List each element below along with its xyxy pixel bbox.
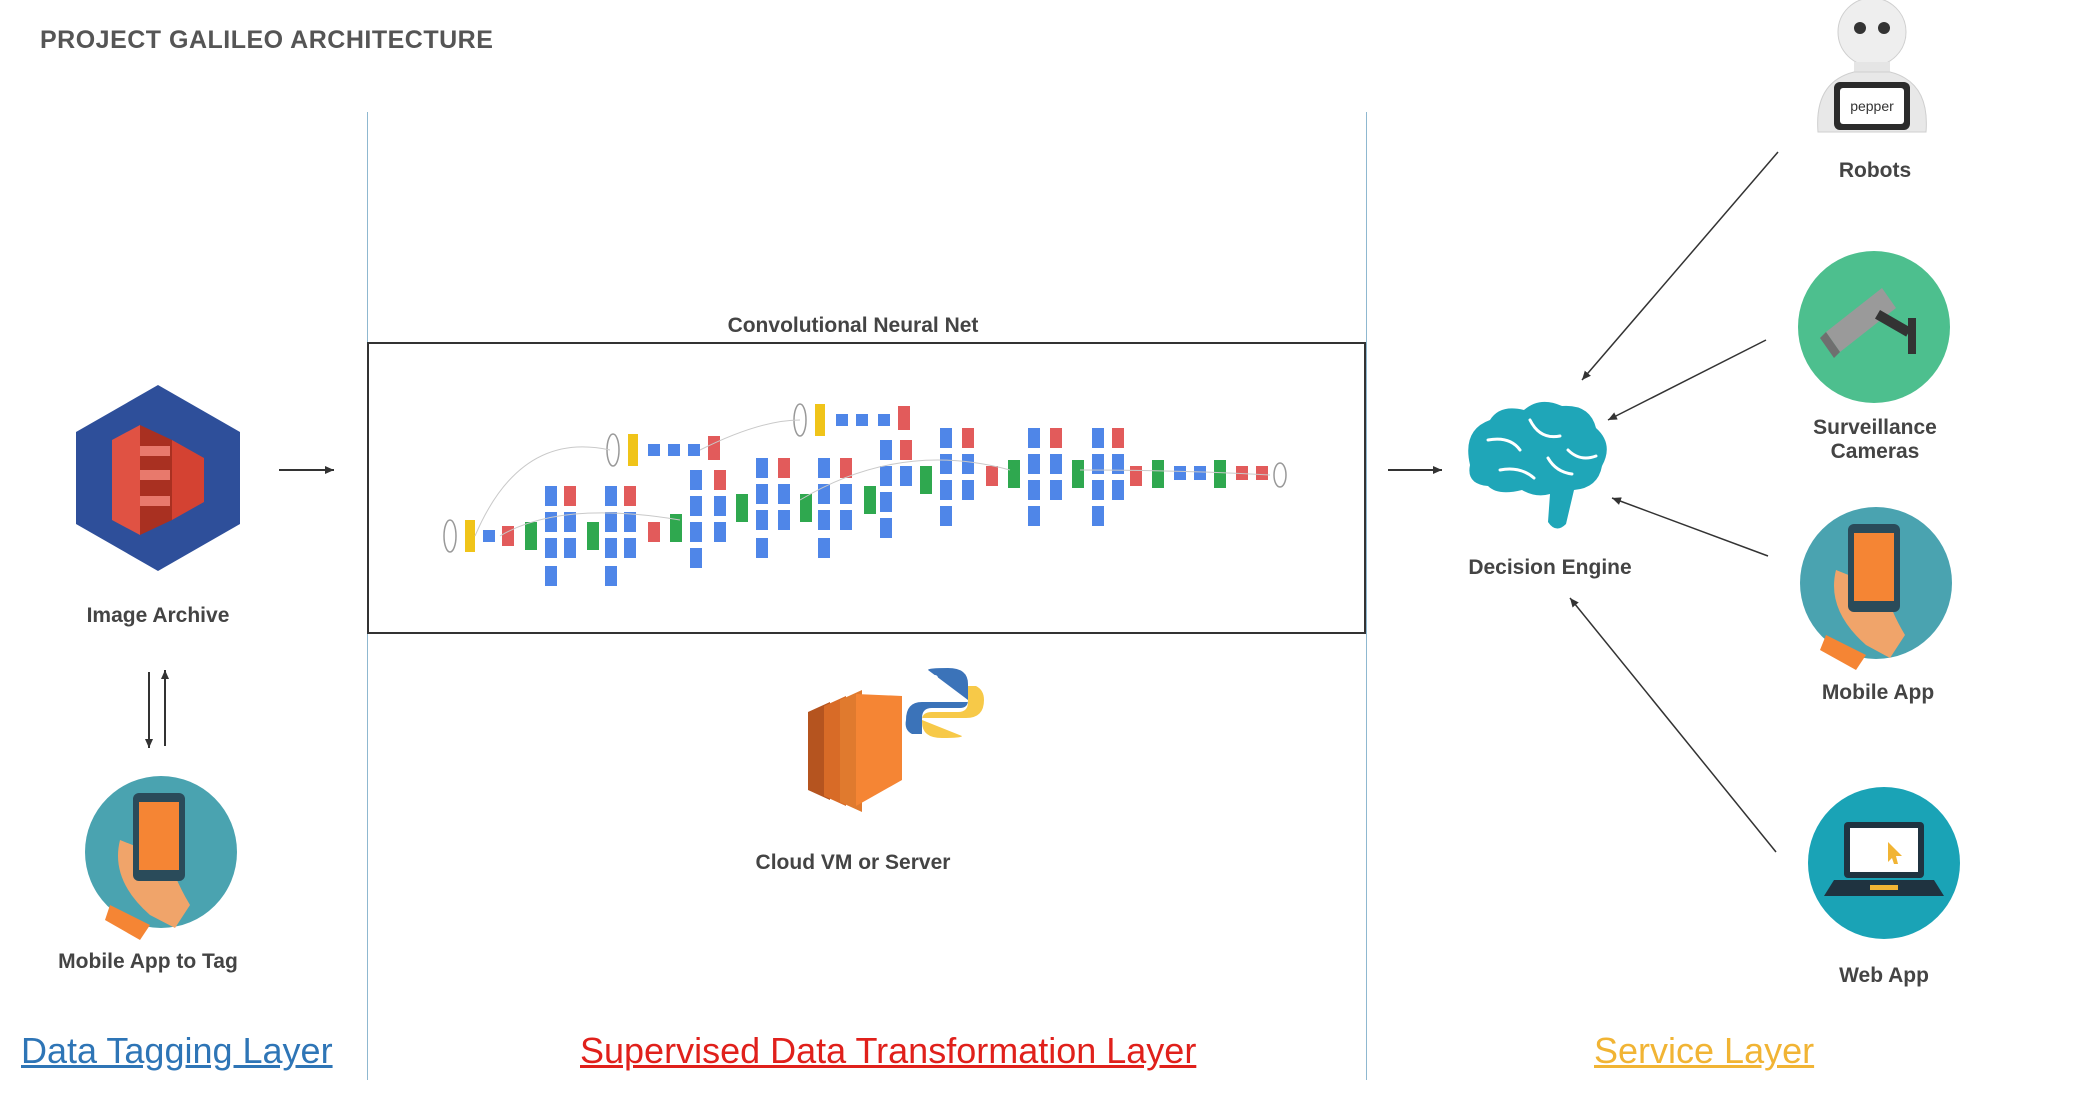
image-archive-icon: [76, 385, 240, 571]
service-layer-link[interactable]: Service Layer: [1594, 1030, 1815, 1071]
python-logo-icon: [905, 668, 984, 738]
arrow-webapp-to-decision-engine: [1569, 597, 1777, 853]
surveillance-camera-icon: [1798, 251, 1950, 403]
cnn-network-graphic: [443, 403, 1287, 586]
arrow-cameras-to-decision-engine: [1607, 339, 1767, 421]
cnn-frame: [367, 342, 1366, 634]
brain-icon: [1468, 401, 1607, 529]
cnn-label: Convolutional Neural Net: [727, 314, 979, 337]
mobile-app-tag-icon: [85, 776, 237, 940]
image-archive-label: Image Archive: [86, 604, 230, 627]
data-tagging-layer-link[interactable]: Data Tagging Layer: [21, 1030, 333, 1071]
page-title: PROJECT GALILEO ARCHITECTURE: [40, 26, 494, 54]
mobile-app-icon: [1800, 507, 1952, 670]
arrow-mobile-to-decision-engine: [1611, 497, 1769, 557]
layer-divider-right: [1366, 112, 1367, 1080]
surveillance-label-line2: Cameras: [1830, 440, 1920, 463]
decision-engine-label: Decision Engine: [1468, 556, 1632, 579]
mobile-app-tag-label: Mobile App to Tag: [58, 950, 238, 973]
surveillance-label-line1: Surveillance: [1813, 416, 1937, 439]
mobile-app-label: Mobile App: [1821, 681, 1935, 704]
arrow-robots-to-decision-engine: [1581, 151, 1779, 381]
robots-label: Robots: [1838, 159, 1912, 182]
web-app-label: Web App: [1839, 964, 1929, 987]
web-app-icon: [1808, 787, 1960, 939]
robot-screen-text: pepper: [1850, 98, 1894, 114]
cloud-vm-icon: [808, 690, 902, 812]
cloud-vm-label: Cloud VM or Server: [755, 851, 951, 874]
transformation-layer-link[interactable]: Supervised Data Transformation Layer: [580, 1030, 1197, 1071]
robot-icon: [1817, 0, 1927, 133]
